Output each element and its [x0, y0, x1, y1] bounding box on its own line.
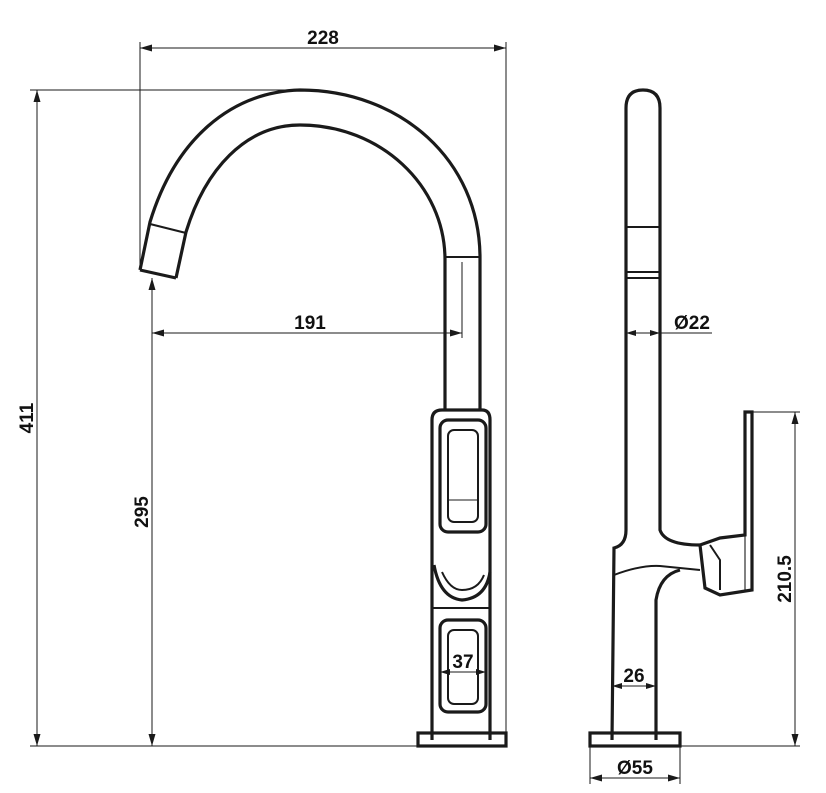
dim-210-label: 210.5: [775, 555, 796, 603]
side-view: [588, 88, 754, 748]
dim-d22-arrow-left: [626, 330, 636, 336]
front-view: [138, 88, 508, 748]
side-base-plate: [588, 731, 682, 748]
lever-pivot: [432, 564, 492, 602]
side-handle: [698, 410, 754, 597]
dim-d22-arrow-right: [650, 330, 660, 336]
dim-37-arrow-left: [440, 669, 450, 675]
dim-295-label: 295: [132, 496, 153, 528]
dim-d55-arrow-left: [590, 774, 602, 782]
side-transition-right: [658, 505, 701, 547]
side-handle-inner: [709, 544, 721, 590]
dim-26-arrow-right: [646, 683, 656, 689]
spout-outer-edge: [138, 88, 482, 410]
dim-26-arrow-left: [612, 683, 622, 689]
dim-191-arrow-left: [152, 329, 164, 337]
dim-d22-label: Ø22: [674, 313, 710, 334]
dim-d55-label: Ø55: [617, 758, 653, 779]
spout-tip-ring: [149, 223, 187, 234]
dim-37-label: 37: [452, 652, 473, 673]
side-dimensions: Ø22 26 Ø55 210.5: [589, 313, 800, 784]
dim-411-label: 411: [17, 402, 38, 433]
dim-295-arrow-top: [148, 278, 156, 290]
front-dimensions: 228 411 295 191 37: [17, 28, 507, 747]
dim-37-arrow-right: [476, 669, 486, 675]
spout-tip-end: [139, 268, 177, 280]
side-transition: [610, 505, 628, 741]
dim-228-arrow-left: [140, 44, 152, 52]
body-outline: [430, 408, 492, 740]
dim-228-arrow-right: [494, 44, 506, 52]
side-pipe: [624, 88, 662, 505]
dim-411-arrow-bottom: [33, 734, 41, 746]
handle-slot-outer: [438, 418, 488, 534]
handle-slot-inner: [447, 429, 479, 523]
lever-pivot-inner: [441, 571, 485, 592]
dim-411-arrow-top: [33, 90, 41, 102]
dim-295-arrow-bottom: [148, 734, 156, 746]
dim-191-arrow-right: [450, 329, 462, 337]
dim-26-label: 26: [623, 666, 644, 687]
dim-210-arrow-bottom: [791, 734, 799, 746]
lower-slot-outer: [438, 618, 488, 714]
side-body-curve: [613, 564, 701, 576]
dim-210-arrow-top: [791, 412, 799, 424]
dim-d55-arrow-right: [668, 774, 680, 782]
side-body: [654, 568, 681, 740]
dim-191-label: 191: [294, 313, 326, 334]
dim-228-label: 228: [307, 28, 339, 49]
spout-inner-edge: [174, 123, 447, 410]
lower-slot-inner: [447, 629, 479, 705]
